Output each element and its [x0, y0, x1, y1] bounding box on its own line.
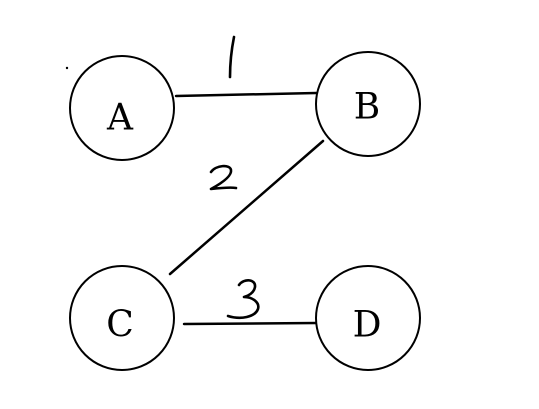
nodes: A B C D — [69, 51, 421, 371]
edge-b-c: 2 — [168, 139, 325, 276]
edge-c-d: 3 — [182, 279, 319, 326]
node-a-circle — [69, 55, 175, 161]
stray-dot — [65, 66, 69, 70]
edge-c-d-line — [182, 321, 319, 326]
node-b-label: B — [354, 87, 380, 128]
node-c: C — [69, 265, 175, 371]
node-a-label: A — [106, 98, 134, 139]
edge-b-c-weight — [209, 164, 238, 191]
edge-a-b-weight — [228, 35, 236, 79]
edge-a-b-line — [174, 91, 318, 98]
node-d-label: D — [353, 305, 382, 346]
edges: 1 2 3 — [168, 35, 325, 326]
node-b: B — [315, 51, 421, 157]
node-c-circle — [69, 265, 175, 371]
edge-b-c-line — [168, 139, 325, 276]
node-a: A — [69, 55, 175, 161]
node-c-label: C — [106, 305, 134, 346]
edge-c-d-weight — [226, 279, 260, 320]
node-b-circle — [315, 51, 421, 157]
edge-a-b: 1 — [174, 35, 318, 98]
node-d: D — [315, 265, 421, 371]
node-d-circle — [315, 265, 421, 371]
